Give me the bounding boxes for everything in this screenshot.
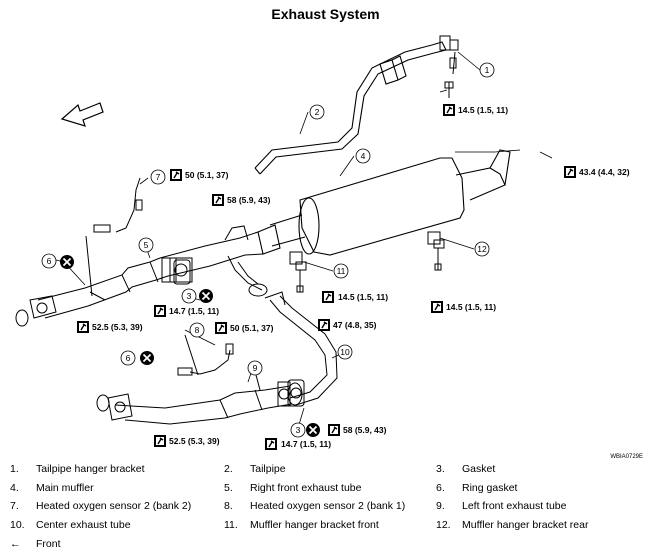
svg-text:14.5 (1.5, 11): 14.5 (1.5, 11): [458, 105, 508, 115]
svg-text:6: 6: [47, 256, 52, 266]
svg-text:3: 3: [187, 291, 192, 301]
oxygen-sensor-bank1-shape: [177, 334, 234, 376]
legend-row: 4.Main muffler 5.Right front exhaust tub…: [10, 482, 650, 501]
do-not-reuse-icon: [59, 254, 75, 270]
torque-label-11: 58 (5.9, 43): [327, 423, 387, 437]
callout-7: 7: [150, 169, 166, 185]
legend-item: 9.Left front exhaust tube: [436, 500, 567, 513]
tailpipe-shape: [254, 41, 447, 175]
legend-item: 12.Muffler hanger bracket rear: [436, 519, 589, 532]
legend-item: 5.Right front exhaust tube: [224, 481, 362, 494]
diagram-title: Exhaust System: [271, 6, 380, 22]
svg-text:5: 5: [144, 240, 149, 250]
ring-gasket-lower-shape: [96, 394, 110, 412]
left-front-exhaust-tube-shape: [107, 374, 293, 425]
callout-10: 10: [337, 344, 353, 360]
torque-label-5: 14.5 (1.5, 11): [321, 290, 388, 304]
legend-row: ←Front: [10, 538, 650, 557]
legend-item: 4.Main muffler: [10, 481, 94, 494]
legend-item: 7.Heated oxygen sensor 2 (bank 2): [10, 500, 192, 513]
svg-text:12: 12: [477, 244, 487, 254]
parts-legend: 1.Tailpipe hanger bracket 2.Tailpipe 3.G…: [10, 463, 650, 556]
svg-text:6: 6: [126, 353, 131, 363]
callout-8: 8: [189, 322, 205, 338]
do-not-reuse-icon: [305, 422, 321, 438]
legend-item: 8.Heated oxygen sensor 2 (bank 1): [224, 500, 406, 513]
svg-text:52.5 (5.3, 39): 52.5 (5.3, 39): [92, 322, 143, 332]
callout-1: 1: [479, 62, 495, 78]
oxygen-sensor-bank2-shape: [85, 177, 143, 297]
svg-text:10: 10: [340, 347, 350, 357]
ring-gasket-upper-shape: [15, 309, 29, 327]
torque-label-8: 50 (5.1, 37): [214, 321, 274, 335]
front-note: ←Front: [10, 537, 61, 550]
legend-item: 6.Ring gasket: [436, 481, 518, 494]
left-arrow-icon: ←: [10, 537, 21, 550]
torque-label-6: 14.7 (1.5, 11): [153, 304, 219, 318]
callout-4: 4: [355, 148, 371, 164]
legend-item: 11.Muffler hanger bracket front: [224, 519, 379, 532]
torque-label-13: 52.5 (5.3, 39): [153, 434, 220, 448]
torque-label-12: 14.7 (1.5, 11): [264, 437, 331, 451]
svg-text:3: 3: [296, 425, 301, 435]
svg-text:1: 1: [485, 65, 490, 75]
svg-text:43.4 (4.4, 32): 43.4 (4.4, 32): [579, 167, 630, 177]
callout-3-lower: 3: [290, 422, 306, 438]
torque-label-4: 58 (5.9, 43): [211, 193, 271, 207]
torque-label-3: 50 (5.1, 37): [169, 168, 229, 182]
callout-6-lower: 6: [120, 350, 136, 366]
callout-9: 9: [247, 360, 263, 376]
svg-text:58 (5.9, 43): 58 (5.9, 43): [343, 425, 387, 435]
svg-text:14.5 (1.5, 11): 14.5 (1.5, 11): [338, 292, 388, 302]
svg-text:14.7 (1.5, 11): 14.7 (1.5, 11): [281, 439, 331, 449]
legend-row: 10.Center exhaust tube 11.Muffler hanger…: [10, 519, 650, 538]
svg-text:47 (4.8, 35): 47 (4.8, 35): [333, 320, 377, 330]
svg-text:50 (5.1, 37): 50 (5.1, 37): [185, 170, 229, 180]
callout-11: 11: [333, 263, 349, 279]
center-exhaust-tube-shape: [264, 291, 338, 406]
torque-label-2: 43.4 (4.4, 32): [563, 165, 630, 179]
svg-text:4: 4: [361, 151, 366, 161]
callout-12: 12: [474, 241, 490, 257]
legend-row: 7.Heated oxygen sensor 2 (bank 2) 8.Heat…: [10, 500, 650, 519]
svg-text:14.5 (1.5, 11): 14.5 (1.5, 11): [446, 302, 496, 312]
torque-label-1: 14.5 (1.5, 11): [442, 103, 508, 117]
legend-item: 2.Tailpipe: [224, 463, 286, 475]
y-pipe-shape: [159, 225, 268, 297]
legend-row: 1.Tailpipe hanger bracket 2.Tailpipe 3.G…: [10, 463, 650, 482]
svg-text:2: 2: [315, 107, 320, 117]
right-front-exhaust-tube-shape: [29, 257, 193, 319]
legend-item: 1.Tailpipe hanger bracket: [10, 463, 145, 475]
svg-text:50 (5.1, 37): 50 (5.1, 37): [230, 323, 274, 333]
do-not-reuse-icon: [198, 288, 214, 304]
svg-text:58 (5.9, 43): 58 (5.9, 43): [227, 195, 271, 205]
callout-2: 2: [309, 104, 325, 120]
torque-label-9: 47 (4.8, 35): [317, 318, 377, 332]
svg-text:11: 11: [337, 266, 346, 276]
legend-item: 10.Center exhaust tube: [10, 519, 131, 532]
callout-5: 5: [138, 237, 154, 253]
torque-label-10: 14.5 (1.5, 11): [430, 300, 496, 314]
gasket-shape: [173, 259, 305, 407]
callout-6-upper: 6: [41, 253, 57, 269]
legend-item: 3.Gasket: [436, 463, 496, 475]
svg-text:9: 9: [253, 363, 258, 373]
svg-text:52.5 (5.3, 39): 52.5 (5.3, 39): [169, 436, 220, 446]
svg-text:7: 7: [156, 172, 161, 182]
do-not-reuse-icon: [139, 350, 155, 366]
main-muffler-shape: [257, 149, 511, 256]
drawing-code: WBIA0729E: [610, 454, 643, 460]
callout-3-upper: 3: [181, 288, 197, 304]
muffler-hanger-bracket-front-shape: [289, 251, 307, 293]
tailpipe-hanger-bracket-shape: [439, 35, 459, 98]
svg-text:14.7 (1.5, 11): 14.7 (1.5, 11): [169, 306, 219, 316]
torque-label-7: 52.5 (5.3, 39): [76, 320, 143, 334]
front-arrow-icon: [60, 102, 104, 127]
svg-text:8: 8: [195, 325, 200, 335]
muffler-hanger-bracket-rear-shape: [427, 231, 445, 271]
